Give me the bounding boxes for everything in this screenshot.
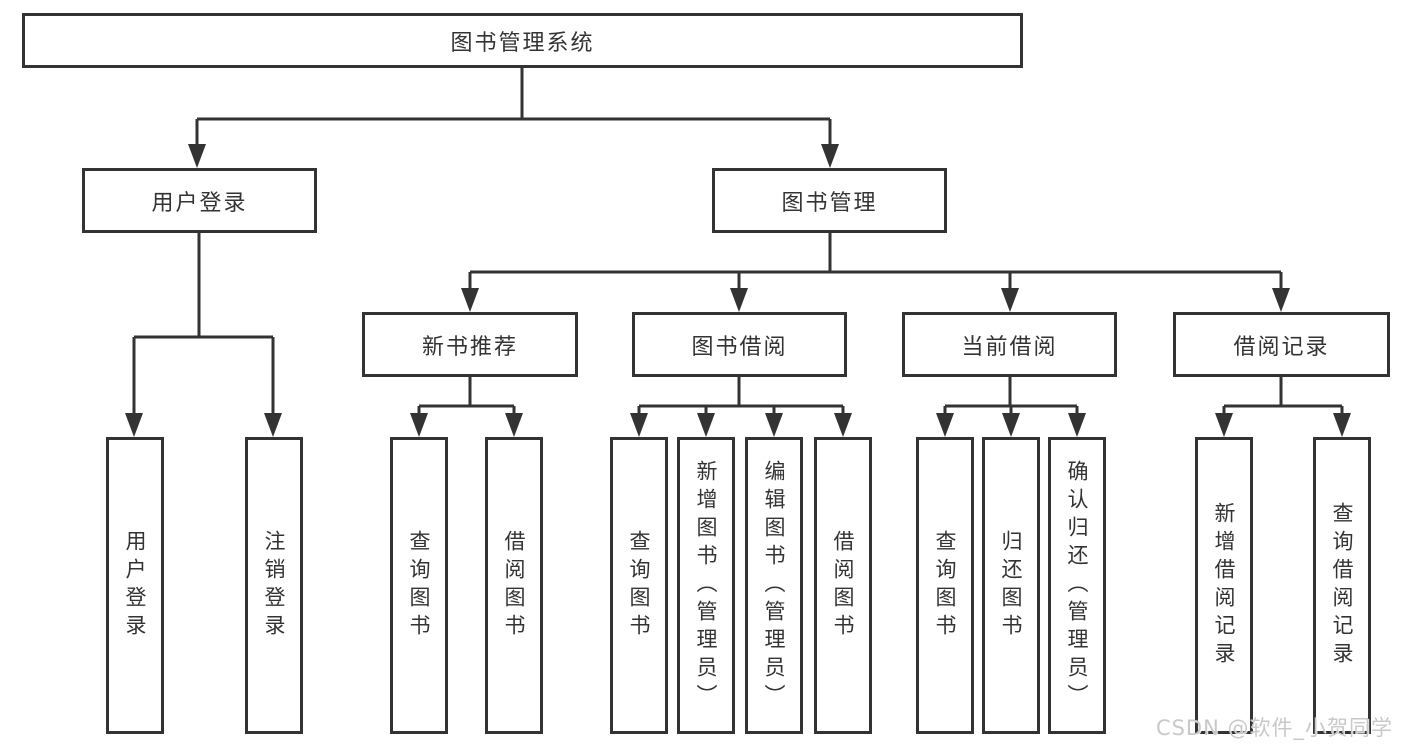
- leaf-borrow-edit-book-admin: 编辑图书（管理员）: [745, 437, 803, 734]
- leaf-current-query-book: 查询图书: [916, 437, 974, 734]
- node-user-login: 用户登录: [82, 168, 317, 233]
- leaf-logout: 注销登录: [245, 437, 303, 734]
- leaf-current-return-book: 归还图书: [982, 437, 1040, 734]
- leaf-borrow-add-book-admin: 新增图书（管理员）: [677, 437, 735, 734]
- leaf-record-query-borrow-record: 查询借阅记录: [1313, 437, 1371, 734]
- leaf-borrow-query-book: 查询图书: [610, 437, 668, 734]
- node-current-borrow: 当前借阅: [902, 312, 1117, 377]
- leaf-recommend-borrow-book: 借阅图书: [485, 437, 543, 734]
- node-book-management: 图书管理: [712, 168, 947, 233]
- leaf-borrow-borrow-book: 借阅图书: [814, 437, 872, 734]
- csdn-watermark: CSDN @软件_小贺同学: [1155, 716, 1393, 740]
- leaf-user-login: 用户登录: [106, 437, 164, 734]
- leaf-record-add-borrow-record: 新增借阅记录: [1195, 437, 1253, 734]
- node-root: 图书管理系统: [22, 13, 1023, 68]
- node-new-book-recommend: 新书推荐: [362, 312, 578, 377]
- leaf-current-confirm-return-admin: 确认归还（管理员）: [1048, 437, 1106, 734]
- node-borrow-record: 借阅记录: [1173, 312, 1390, 377]
- leaf-recommend-query-book: 查询图书: [390, 437, 448, 734]
- node-book-borrow: 图书借阅: [632, 312, 847, 377]
- arrowheads: [125, 144, 1351, 437]
